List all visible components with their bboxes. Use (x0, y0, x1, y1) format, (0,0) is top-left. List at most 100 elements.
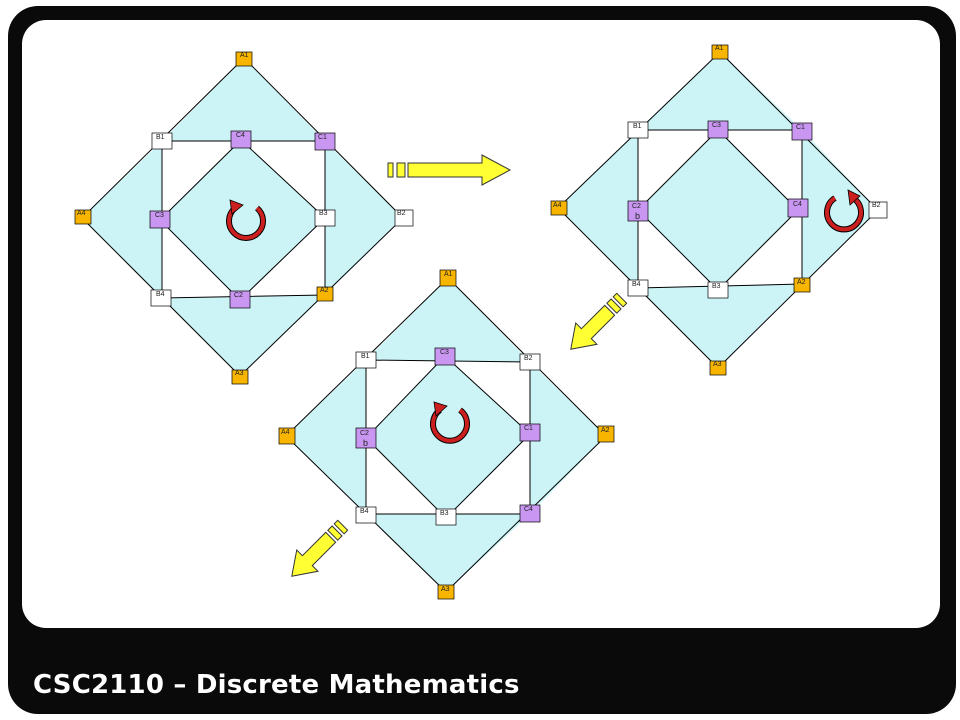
nodes: A1 A4 A3 A2 B1 B2 B3 B4 C1 C3 C4 C2 b (550, 44, 888, 376)
node-c4 (519, 504, 541, 523)
node-c1 (519, 423, 541, 442)
slide-footer-title: CSC2110 – Discrete Mathematics (33, 670, 520, 700)
diagram-3: A1 A4 A3 A2 B1 B2 B3 B4 C3 C1 C2 b C4 (278, 269, 615, 600)
node-c3-label: C3 (440, 349, 449, 356)
node-b3 (314, 209, 336, 227)
nodes: A1 A4 A3 A2 B1 B2 B3 B4 C1 C4 C3 C2 (74, 51, 414, 385)
node-c1-label: C1 (796, 124, 805, 131)
nodes: A1 A4 A3 A2 B1 B2 B3 B4 C3 C1 C2 b C4 (278, 269, 615, 600)
node-b4-label: B4 (632, 281, 641, 288)
node-a4 (550, 200, 568, 216)
node-c3 (707, 120, 729, 139)
node-b1-label: B1 (361, 353, 370, 360)
node-a1-label: A1 (444, 271, 453, 278)
node-b2 (519, 353, 541, 371)
arrow-down-left-icon (291, 519, 349, 577)
node-b4 (355, 506, 377, 524)
node-b3-label: B3 (440, 510, 449, 517)
node-a3 (437, 584, 455, 600)
node-a3 (709, 360, 727, 376)
node-a1 (235, 51, 253, 67)
node-c2-sub-label: b (363, 438, 368, 448)
node-a4-label: A4 (77, 210, 86, 217)
node-a2 (793, 277, 811, 293)
node-a3-label: A3 (441, 586, 450, 593)
region-right (530, 362, 606, 514)
node-c2 (229, 290, 251, 309)
node-a2 (316, 286, 334, 302)
node-b3 (435, 508, 457, 526)
node-c4 (787, 198, 809, 218)
region-bottom (366, 514, 530, 592)
node-a3 (231, 369, 249, 385)
node-a2-label: A2 (320, 287, 329, 294)
rotation-arrow-icon (430, 401, 470, 444)
node-c3-label: C3 (712, 122, 721, 129)
node-a2-label: A2 (797, 279, 806, 286)
node-a4 (74, 209, 92, 225)
region-inner (638, 130, 798, 290)
node-c3-label: C3 (155, 212, 164, 219)
node-c1 (791, 122, 813, 141)
region-right (802, 130, 878, 284)
region-bottom (162, 295, 325, 376)
node-c2-label: C2 (632, 203, 641, 210)
region-bottom (638, 284, 802, 368)
node-c2-label: C2 (234, 292, 243, 299)
node-a2-label: A2 (601, 427, 610, 434)
node-a4 (278, 427, 296, 445)
node-b1 (627, 121, 649, 139)
node-a2 (597, 425, 615, 443)
diagram-1: A1 A4 A3 A2 B1 B2 B3 B4 C1 C4 C3 C2 (74, 51, 414, 385)
node-b4-label: B4 (156, 291, 165, 298)
arrow-down-left-icon (570, 292, 628, 350)
node-c2 (627, 200, 649, 222)
node-b3 (707, 281, 729, 299)
node-b2-label: B2 (524, 355, 533, 362)
node-c4-label: C4 (793, 201, 802, 208)
node-b2 (868, 201, 888, 219)
node-b2 (394, 209, 414, 227)
region-top (162, 58, 325, 141)
node-c1-label: C1 (318, 134, 327, 141)
node-c4 (230, 130, 252, 149)
region-left (82, 141, 162, 298)
node-c2 (355, 427, 377, 449)
rotation-arrow-icon (824, 189, 864, 233)
node-b2-label: B2 (872, 202, 881, 209)
node-b4 (150, 289, 172, 307)
node-c3 (149, 210, 171, 229)
node-a3-label: A3 (713, 361, 722, 368)
node-c3 (434, 347, 456, 366)
node-a1-label: A1 (715, 45, 724, 52)
node-b4 (627, 279, 649, 297)
arrow-right-icon (387, 154, 512, 186)
node-c2-sub-label: b (635, 211, 640, 221)
node-b4-label: B4 (360, 508, 369, 515)
node-c1-label: C1 (524, 425, 533, 432)
diagram-2: A1 A4 A3 A2 B1 B2 B3 B4 C1 C3 C4 C2 b (550, 44, 888, 376)
node-a4-label: A4 (281, 429, 290, 436)
node-b3-label: B3 (712, 283, 721, 290)
node-b2-label: B2 (397, 210, 406, 217)
region-left (286, 360, 366, 514)
node-a1 (711, 44, 729, 60)
region-top (366, 278, 530, 362)
node-a4-label: A4 (553, 202, 562, 209)
region-left (558, 130, 638, 288)
node-b1-label: B1 (633, 123, 642, 130)
region-top (638, 52, 802, 130)
node-c4-label: C4 (524, 506, 533, 513)
rotation-arrow-icon (226, 199, 266, 241)
node-a1 (439, 269, 457, 287)
node-b1 (355, 351, 377, 369)
node-a1-label: A1 (240, 52, 249, 59)
region-inner (366, 356, 530, 518)
node-c1 (314, 132, 336, 151)
region-inner (160, 140, 325, 300)
node-c2-label: C2 (360, 430, 369, 437)
region-right (325, 141, 403, 295)
node-b1 (151, 132, 173, 150)
node-c4-label: C4 (236, 132, 245, 139)
